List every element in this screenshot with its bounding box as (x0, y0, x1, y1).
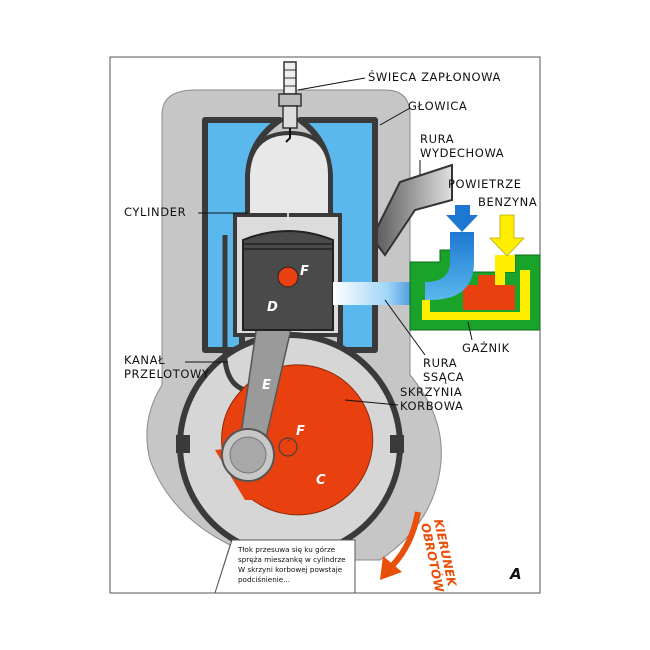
spark-plug-label: ŚWIECA ZAPŁONOWA (368, 69, 501, 84)
crank-center (278, 437, 298, 457)
crankcase-label-line1: SKRZYNIA (400, 385, 462, 399)
petrol-label: BENZYNA (478, 195, 537, 209)
piston (242, 211, 334, 331)
rotation-arrow-head (380, 556, 402, 580)
piston-pin-letter: F (300, 264, 309, 279)
exhaust-label-line1: RURA (420, 132, 454, 146)
info-note-box (214, 539, 356, 594)
combustion-chamber (246, 130, 332, 217)
figure-corner-label: A (509, 565, 522, 583)
transfer-port-channel (222, 235, 246, 393)
crankcase-leader (344, 399, 399, 406)
petrol-flow-arrow (489, 214, 525, 257)
transfer-label-line2: PRZELOTOWY (124, 367, 210, 381)
crank-pin-letter: F (296, 424, 305, 439)
crankcase-label-line2: KORBOWA (400, 399, 464, 413)
carburetor-leader (467, 321, 473, 341)
note-line1: Tłok przesuwa się ku górze (237, 545, 336, 554)
note-line2: spręża mieszankę w cylindrze (238, 555, 346, 564)
intake-duct (333, 282, 425, 305)
head-label: GŁOWICA (408, 99, 467, 113)
intake-leader (384, 299, 426, 356)
cylinder-label: CYLINDER (124, 205, 186, 219)
spark-plug (278, 61, 302, 143)
exhaust-label-line2: WYDECHOWA (420, 146, 504, 160)
air-flow-duct (425, 232, 474, 300)
intake-label-line1: RURA (423, 356, 457, 370)
crank-letter: C (316, 473, 326, 488)
crankcase-flange-right (390, 435, 404, 453)
piston-letter: D (267, 300, 278, 315)
connecting-rod-letter: E (262, 378, 271, 393)
crankcase-flange-left (176, 435, 190, 453)
spark-plug-leader (297, 77, 366, 91)
exhaust-pipe (370, 163, 453, 257)
transfer-label-line1: KANAŁ (124, 353, 165, 367)
note-line4: podciśnienie... (238, 575, 290, 584)
head-leader (379, 107, 411, 126)
air-flow-arrow (446, 205, 478, 232)
carburetor-label: GAŹNIK (462, 340, 510, 355)
rotation-arrow (389, 511, 421, 569)
big-end-inner (229, 436, 267, 474)
air-label: POWIETRZE (448, 177, 522, 191)
carburetor (409, 249, 541, 331)
intake-label-line2: SSĄCA (423, 370, 464, 384)
note-line3: W skrzyni korbowej powstaje (238, 565, 343, 574)
